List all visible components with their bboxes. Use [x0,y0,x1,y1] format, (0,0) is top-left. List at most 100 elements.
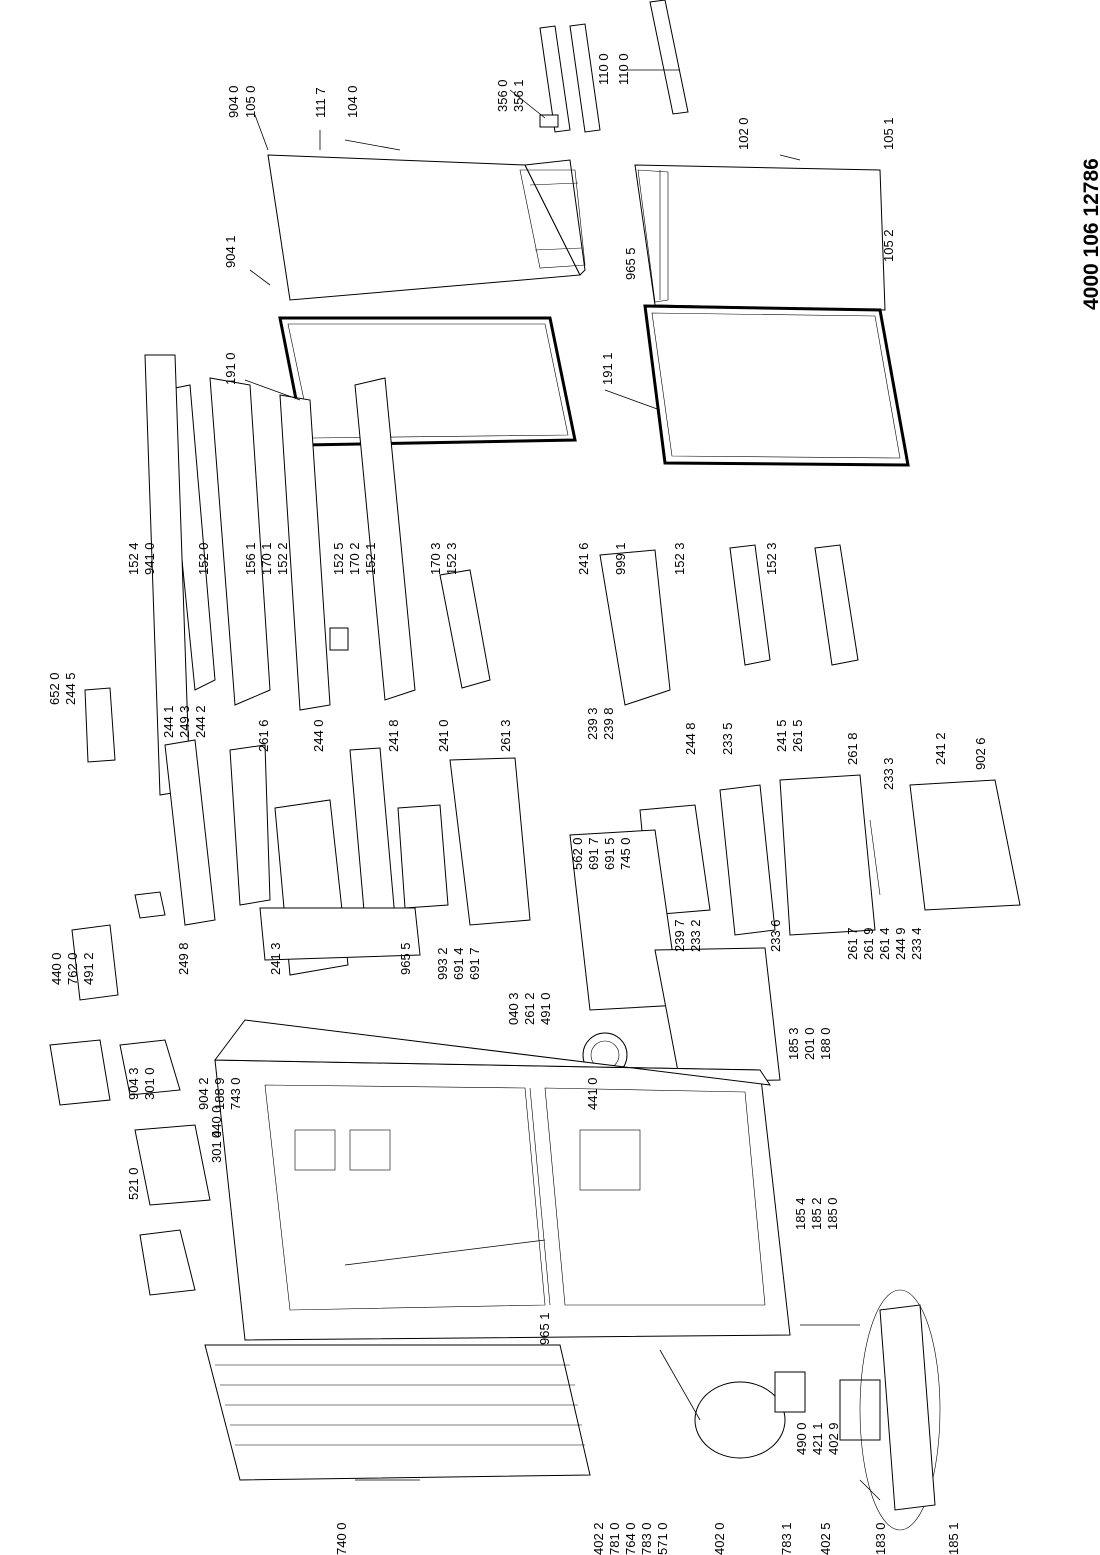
part-number-label: 781 0 [607,1522,622,1555]
fan-and-evaporator [569,829,781,1083]
part-number-label: 261 3 [498,719,513,752]
part-number-label: 239 7 [672,919,687,952]
part-number-label: 241 0 [436,719,451,752]
part-number-label: 261 6 [256,719,271,752]
part-number-label: 743 0 [228,1077,243,1110]
freezer-door [634,164,886,311]
part-number-label: 301 0 [142,1067,157,1100]
part-number-label: 152 3 [444,542,459,575]
part-number-label: 170 1 [259,542,274,575]
part-number-label: 941 0 [142,542,157,575]
part-number-label: 241 8 [386,719,401,752]
refrigerator-cabinet [214,1019,791,1341]
part-number-label: 691 7 [467,947,482,980]
part-number-label: 233 4 [909,927,924,960]
part-number-label: 102 0 [736,117,751,150]
part-number-label: 652 0 [47,672,62,705]
bottom-cover-detail [859,1289,941,1531]
part-number-label: 244 0 [311,719,326,752]
part-number-label: 904 0 [226,85,241,118]
part-number-label: 902 6 [973,737,988,770]
part-number-label: 402 2 [591,1522,606,1555]
part-number-label: 261 9 [861,927,876,960]
part-number-label: 110 0 [596,53,611,85]
part-number-label: 762 0 [65,952,80,985]
part-number-label: 104 0 [345,85,360,118]
part-number-label: 110 0 [616,53,631,85]
part-number-label: 152 3 [672,542,687,575]
crisper-and-drawers [639,774,1021,936]
part-number-label: 965 1 [537,1312,552,1345]
part-number-label: 691 5 [602,837,617,870]
part-number-label: 241 6 [576,542,591,575]
part-number-label: 244 1 [161,705,176,738]
part-number-label: 402 0 [712,1522,727,1555]
part-number-label: 783 1 [779,1522,794,1555]
part-number-label: 244 5 [63,672,78,705]
part-number-label: 040 0 [209,1105,224,1138]
part-number-label: 040 3 [506,992,521,1025]
part-number-label: 233 5 [720,722,735,755]
part-number-label: 185 0 [825,1197,840,1230]
part-number-label: 965 5 [398,942,413,975]
door-trim-strips [539,0,689,133]
part-number-label: 233 6 [768,919,783,952]
part-number-label: 764 0 [623,1522,638,1555]
part-number-label: 156 1 [243,542,258,575]
part-number-label: 185 4 [793,1197,808,1230]
part-number-label: 241 2 [933,732,948,765]
part-number-label: 691 4 [451,947,466,980]
compressor [659,1349,881,1459]
part-number-label: 244 9 [893,927,908,960]
part-number-label: 993 2 [435,947,450,980]
leader-lines [244,69,881,1501]
part-number-label: 191 0 [223,352,238,385]
part-number-label: 491 0 [538,992,553,1025]
part-number-label: 571 0 [655,1522,670,1555]
part-number-label: 105 1 [881,117,896,150]
part-number-label: 152 3 [764,542,779,575]
part-number-label: 490 0 [794,1422,809,1455]
part-number-label: 152 4 [126,542,141,575]
part-number-label: 244 2 [193,705,208,738]
part-number-label: 233 2 [688,919,703,952]
part-number-label: 152 5 [331,542,346,575]
part-number-label: 201 0 [802,1027,817,1060]
part-number-label: 356 0 [495,79,510,112]
part-number-label: 152 0 [196,542,211,575]
part-number-label: 183 0 [873,1522,888,1555]
part-number-label: 261 8 [845,732,860,765]
part-number-label: 233 3 [881,757,896,790]
part-number-label: 241 5 [774,719,789,752]
part-number-label: 188 0 [818,1027,833,1060]
part-number-label: 261 4 [877,927,892,960]
part-number-label: 421 1 [810,1422,825,1455]
part-number-label: 185 3 [786,1027,801,1060]
part-number-label: 691 7 [586,837,601,870]
part-number-label: 170 3 [428,542,443,575]
part-number-label: 185 2 [809,1197,824,1230]
part-number-label: 440 0 [49,952,64,985]
part-number-label: 904 2 [196,1077,211,1110]
part-number-label: 185 1 [946,1522,961,1555]
part-number-label: 249 8 [176,942,191,975]
part-number-label: 239 8 [601,707,616,740]
part-number-label: 249 3 [177,705,192,738]
document-number: 4000 106 12786 [1080,158,1100,310]
part-number-label: 239 3 [585,707,600,740]
part-number-label: 301 4 [209,1130,224,1163]
part-number-label: 740 0 [334,1522,349,1555]
part-number-label: 152 1 [363,542,378,575]
part-number-label: 241 3 [268,942,283,975]
part-number-label: 191 1 [600,352,615,385]
part-number-label: 188 9 [212,1077,227,1110]
part-number-label: 261 7 [845,927,860,960]
back-condenser [204,1344,591,1481]
part-number-label: 999 1 [613,542,628,575]
part-number-label: 745 0 [618,837,633,870]
part-number-label: 402 5 [818,1522,833,1555]
part-number-label: 783 0 [639,1522,654,1555]
part-number-label: 105 0 [243,85,258,118]
part-number-label: 111 7 [313,87,328,118]
